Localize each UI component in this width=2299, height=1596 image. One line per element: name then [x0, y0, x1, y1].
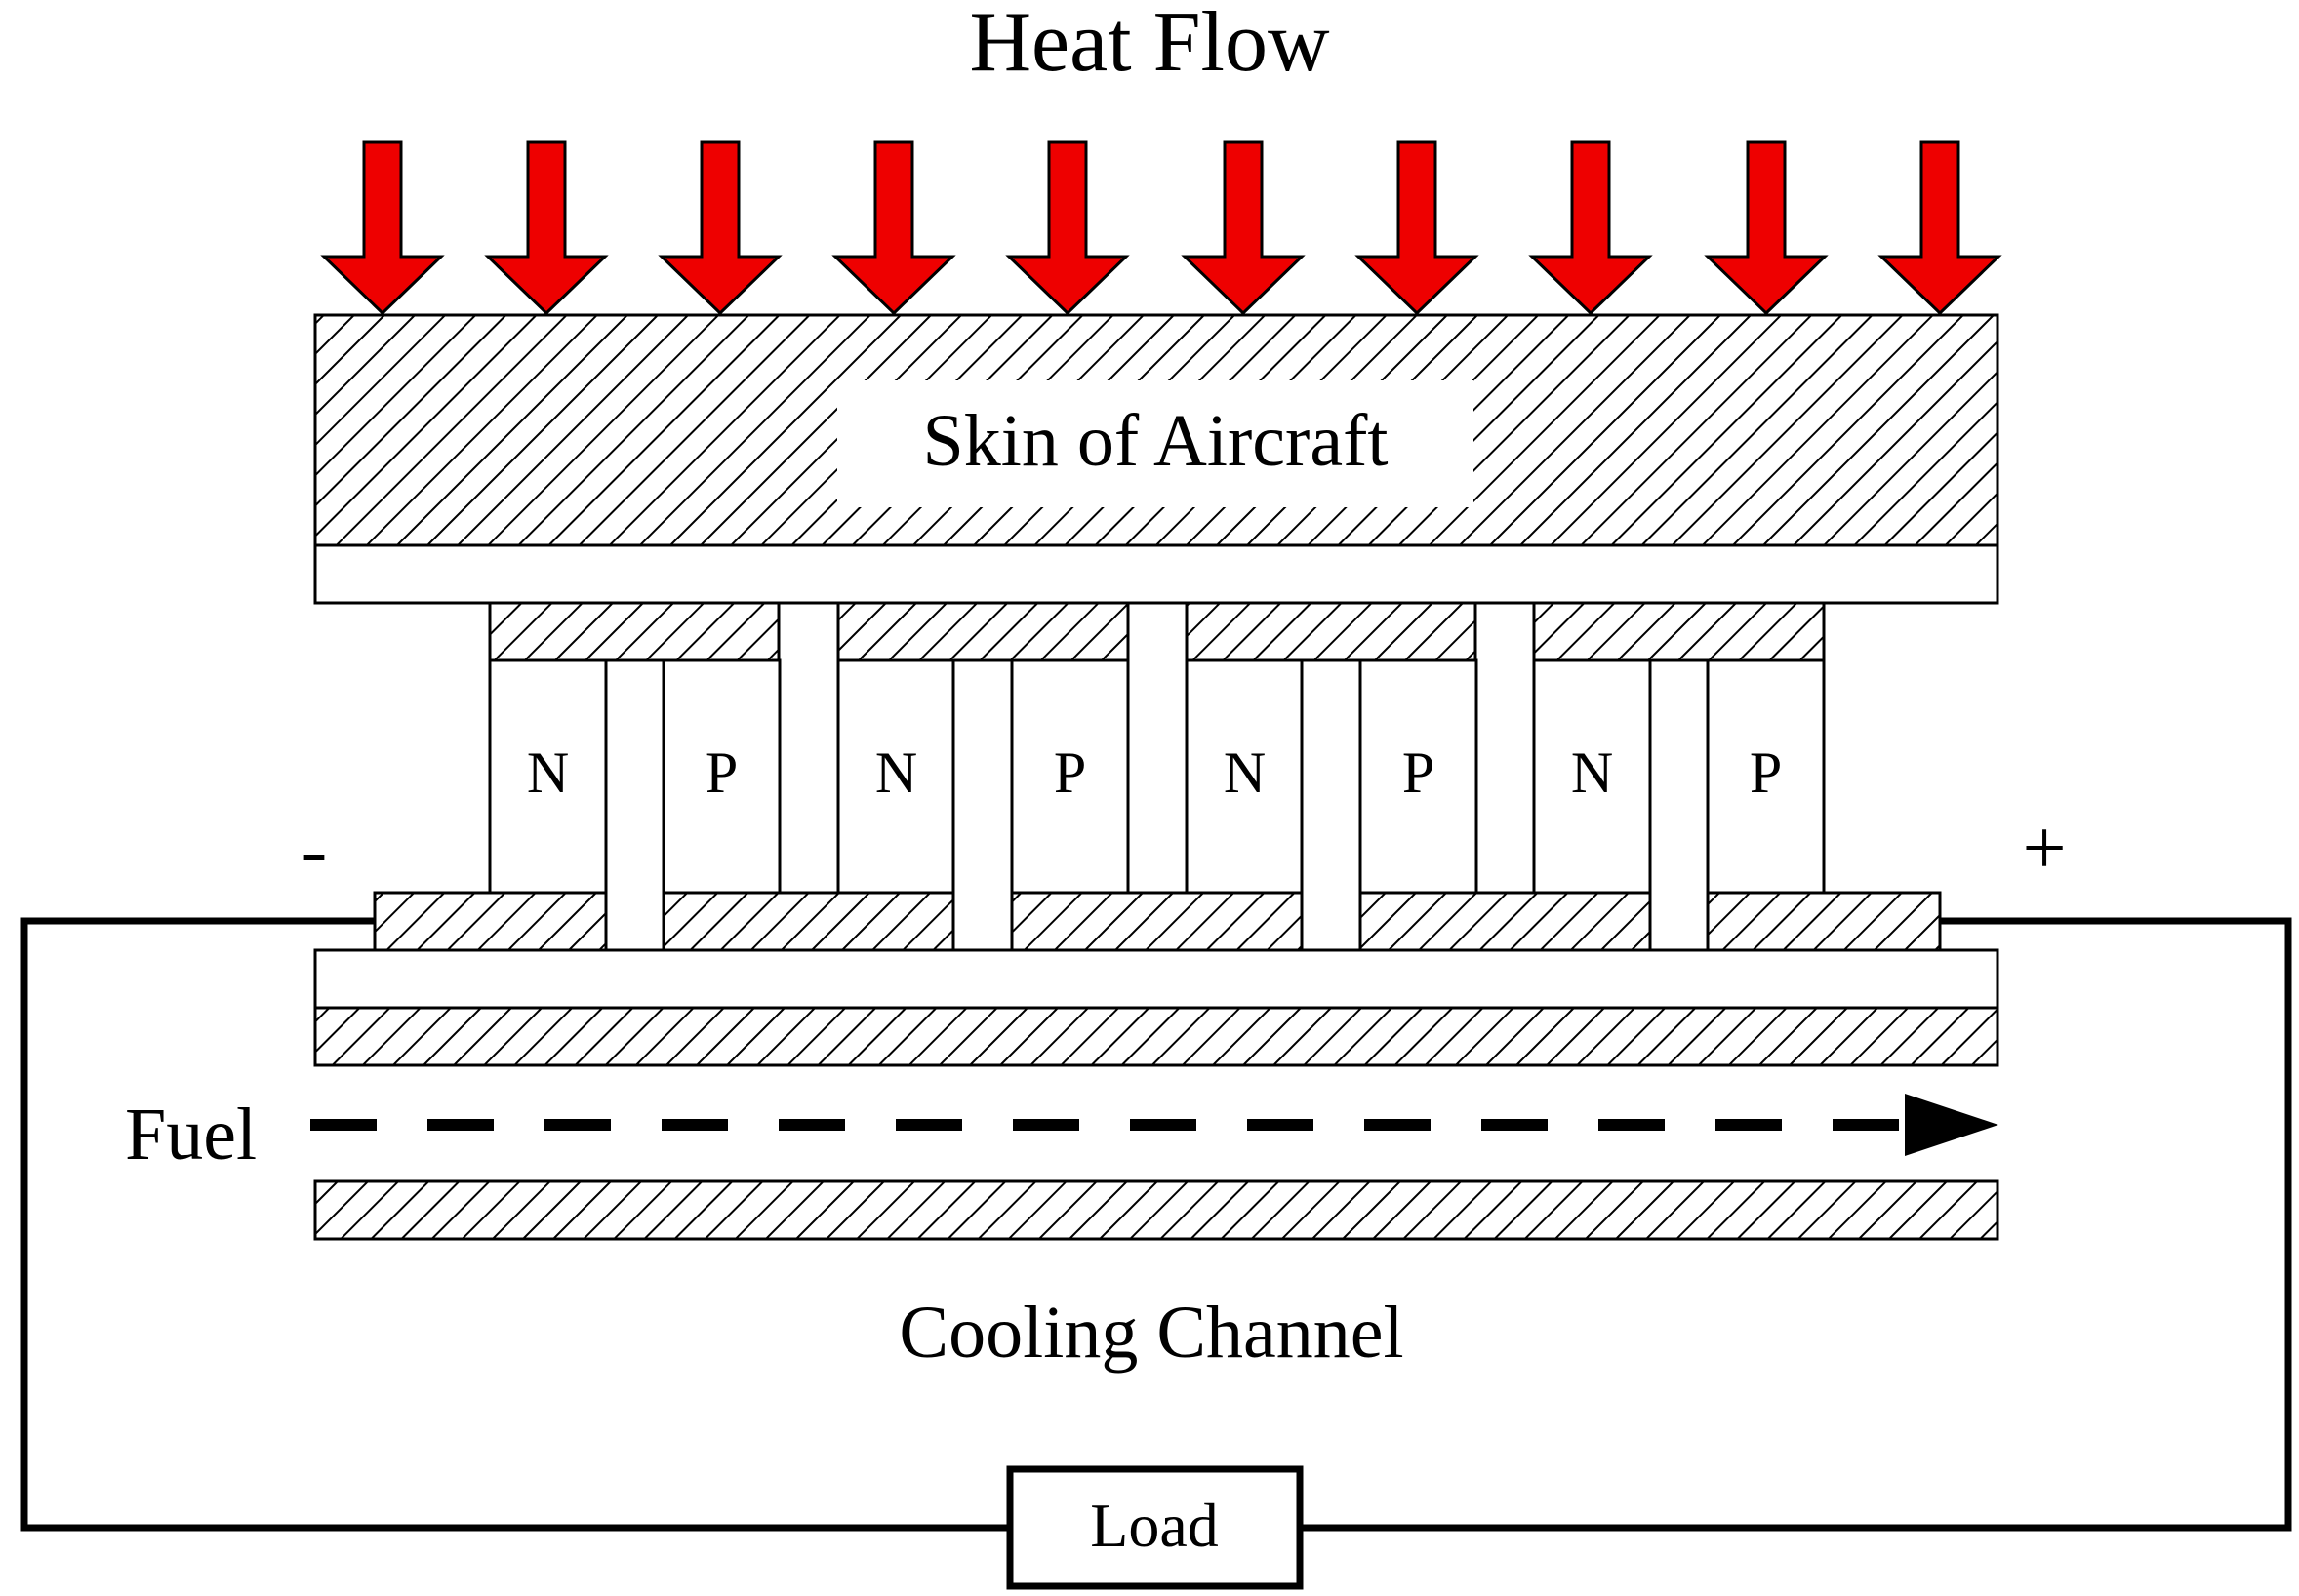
top-electrode [836, 601, 1130, 662]
cooling-channel-label: Cooling Channel [899, 1292, 1403, 1374]
top-electrode [488, 601, 781, 662]
negative-terminal-label: - [302, 808, 328, 894]
heat-flow-arrow [1181, 140, 1306, 316]
top-gap [777, 601, 840, 895]
diagram-title: Heat Flow [969, 0, 1330, 90]
leg-label: P [706, 740, 738, 805]
heat-flow-arrow [484, 140, 609, 316]
p-type-leg [662, 658, 782, 895]
bottom-gap [604, 658, 666, 952]
top-insulating-plate [313, 543, 1999, 605]
bottom-electrode [1358, 891, 1652, 952]
leg-label: N [1224, 740, 1266, 805]
bottom-electrode [373, 891, 608, 952]
top-electrode [1185, 601, 1477, 662]
positive-terminal-label: + [2022, 806, 2066, 892]
p-type-leg [1706, 658, 1826, 895]
channel-lower-wall [313, 1179, 1999, 1241]
fuel-flow-arrowhead [1905, 1094, 1998, 1156]
n-type-leg [1532, 658, 1652, 895]
heat-flow-arrow [1704, 140, 1829, 316]
bottom-electrode [1706, 891, 1942, 952]
load-label: Load [1090, 1491, 1219, 1560]
leg-label: P [1750, 740, 1782, 805]
skin-label-background [837, 380, 1473, 507]
heat-flow-arrows [320, 140, 2002, 316]
n-type-leg [488, 658, 608, 895]
leg-label: N [1571, 740, 1613, 805]
bottom-gap [951, 658, 1014, 952]
bottom-insulating-plate [313, 948, 1999, 1010]
fuel-label: Fuel [125, 1094, 257, 1176]
channel-upper-wall [313, 1006, 1999, 1067]
heat-flow-arrow [831, 140, 956, 316]
p-type-leg [1358, 658, 1478, 895]
top-electrode [1532, 601, 1826, 662]
leg-label: N [875, 740, 917, 805]
heat-flow-arrow [1354, 140, 1479, 316]
skin-label: Skin of Aircraft [922, 400, 1388, 482]
bottom-gap [1648, 658, 1710, 952]
leg-label: N [527, 740, 569, 805]
heat-flow-arrow [1877, 140, 2002, 316]
heat-flow-arrow [320, 140, 445, 316]
leg-label: P [1054, 740, 1086, 805]
bottom-electrode [662, 891, 955, 952]
heat-flow-arrow [1005, 140, 1130, 316]
top-gap [1126, 601, 1189, 895]
bottom-gap [1300, 658, 1362, 952]
leg-label: P [1402, 740, 1434, 805]
bottom-electrode [1010, 891, 1304, 952]
heat-flow-arrow [1528, 140, 1653, 316]
heat-flow-arrow [658, 140, 783, 316]
load-box [1006, 1465, 1304, 1590]
top-gap [1473, 601, 1536, 895]
